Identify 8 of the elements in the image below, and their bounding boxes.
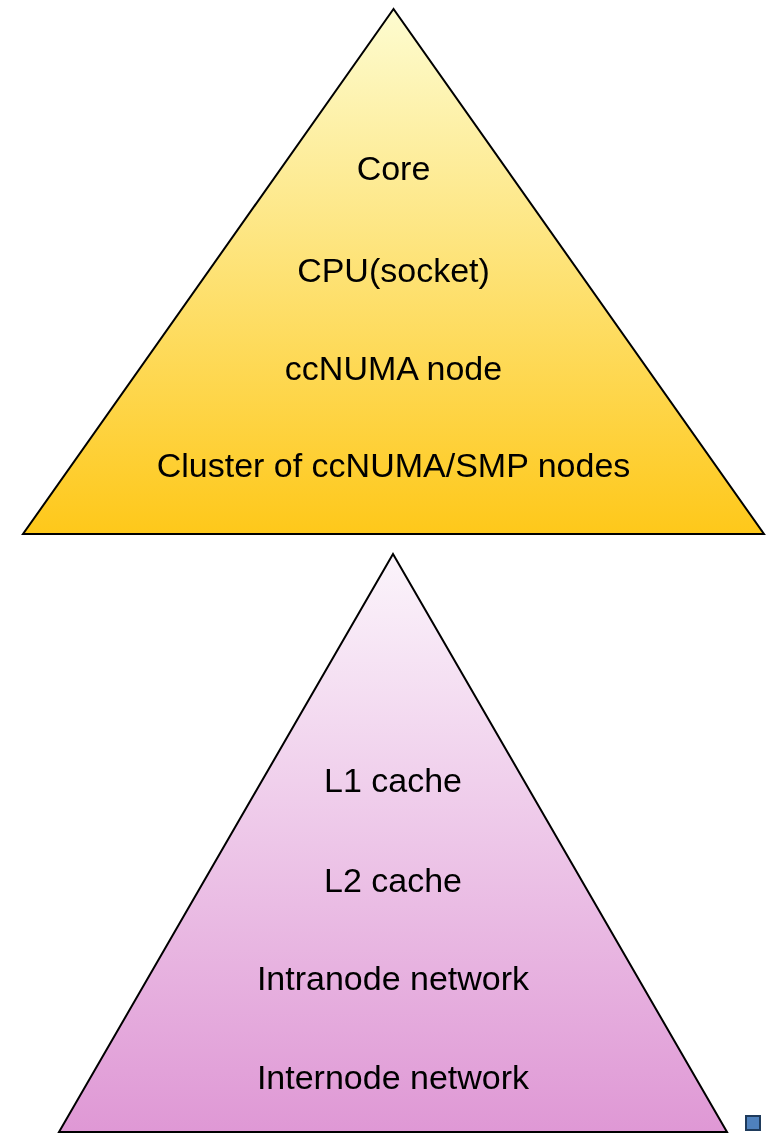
- tier-label: Cluster of ccNUMA/SMP nodes: [156, 445, 631, 485]
- tier-label: Internode network: [256, 1057, 530, 1097]
- tier-label: L2 cache: [324, 860, 462, 900]
- tier-label: Core: [356, 148, 431, 188]
- tier-label: Intranode network: [256, 958, 530, 998]
- tier-label: L1 cache: [324, 760, 462, 800]
- tier-label: CPU(socket): [297, 250, 490, 290]
- tier-label: ccNUMA node: [284, 348, 503, 388]
